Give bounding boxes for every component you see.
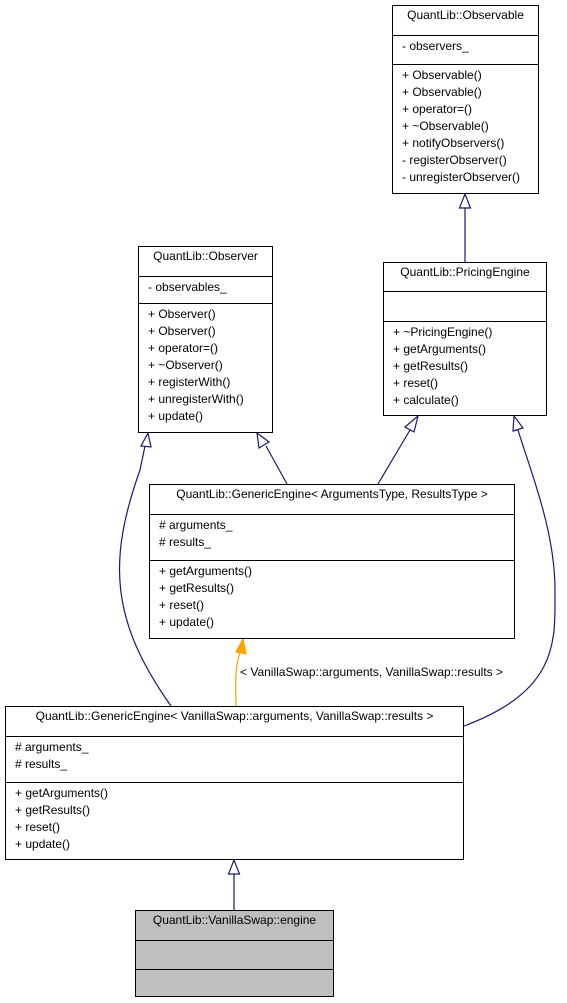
methods-section: + getArguments() + getResults() + reset(… [150, 560, 514, 638]
method: + ~PricingEngine() [393, 325, 493, 339]
template-binding-label: < VanillaSwap::arguments, VanillaSwap::r… [240, 665, 504, 679]
method: - registerObserver() [402, 153, 507, 167]
method: + operator=() [402, 102, 473, 116]
method: + getArguments() [15, 786, 109, 800]
edge-pricingengine-to-observable [458, 192, 472, 262]
method: + reset() [15, 820, 61, 834]
method: + unregisterWith() [148, 392, 244, 406]
method: + Observer() [148, 307, 216, 321]
edge-vanillaswap-engine-to-genericengine [227, 858, 241, 910]
edge-genericengine-vanilla-to-pricingengine [463, 414, 556, 727]
class-observer[interactable]: QuantLib::Observer - observables_ + Obse… [138, 246, 273, 433]
class-pricing-engine[interactable]: QuantLib::PricingEngine + ~PricingEngine… [383, 262, 547, 416]
class-title: QuantLib::GenericEngine< VanillaSwap::ar… [35, 709, 434, 723]
methods-section [136, 969, 333, 996]
attributes-section [384, 291, 546, 321]
method: + reset() [159, 598, 205, 612]
attribute: # results_ [15, 757, 68, 771]
attribute: # arguments_ [15, 740, 89, 754]
method: + Observable() [402, 68, 482, 82]
edge-genericengine-template-to-pricingengine [377, 414, 420, 485]
class-title: QuantLib::VanillaSwap::engine [152, 913, 317, 927]
class-generic-engine-template[interactable]: QuantLib::GenericEngine< ArgumentsType, … [149, 484, 515, 639]
attributes-section: - observers_ [393, 35, 538, 64]
class-observable[interactable]: QuantLib::Observable - observers_ + Obse… [392, 5, 539, 194]
attribute: - observables_ [148, 280, 227, 294]
attributes-section: # arguments_ # results_ [6, 736, 463, 782]
class-vanillaswap-engine[interactable]: QuantLib::VanillaSwap::engine [135, 910, 334, 997]
attribute: - observers_ [402, 39, 469, 53]
attributes-section: # arguments_ # results_ [150, 514, 514, 560]
edge-genericengine-vanilla-to-observer [118, 431, 172, 707]
method: + getResults() [159, 581, 235, 595]
class-title: QuantLib::Observable [407, 8, 524, 22]
method: + registerWith() [148, 375, 231, 389]
edge-genericengine-template-to-observer [256, 431, 288, 485]
method: + calculate() [393, 393, 459, 407]
method: + operator=() [148, 341, 219, 355]
attributes-section [136, 940, 333, 969]
class-title: QuantLib::GenericEngine< ArgumentsType, … [176, 487, 488, 501]
class-generic-engine-vanillaswap[interactable]: QuantLib::GenericEngine< VanillaSwap::ar… [5, 706, 464, 860]
methods-section: + ~PricingEngine() + getArguments() + ge… [384, 321, 546, 415]
method: + update() [148, 409, 204, 423]
class-title: QuantLib::Observer [153, 249, 258, 263]
method: + getResults() [15, 803, 91, 817]
method: + getArguments() [159, 564, 253, 578]
attribute: # arguments_ [159, 518, 233, 532]
methods-section: + getArguments() + getResults() + reset(… [6, 782, 463, 859]
method: + notifyObservers() [402, 136, 505, 150]
method: + getArguments() [393, 342, 487, 356]
method: + reset() [393, 376, 439, 390]
edge-template-instantiation [235, 637, 247, 707]
method: + getResults() [393, 359, 469, 373]
methods-section: + Observer() + Observer() + operator=() … [139, 303, 272, 433]
method: + update() [159, 615, 215, 629]
attributes-section: - observables_ [139, 276, 272, 303]
method: + ~Observer() [148, 358, 223, 372]
class-title: QuantLib::PricingEngine [400, 265, 530, 279]
attribute: # results_ [159, 535, 212, 549]
method: + Observable() [402, 85, 482, 99]
method: - unregisterObserver() [402, 170, 521, 184]
method: + ~Observable() [402, 119, 489, 133]
methods-section: + Observable() + Observable() + operator… [393, 64, 538, 194]
method: + Observer() [148, 324, 216, 338]
method: + update() [15, 837, 71, 851]
